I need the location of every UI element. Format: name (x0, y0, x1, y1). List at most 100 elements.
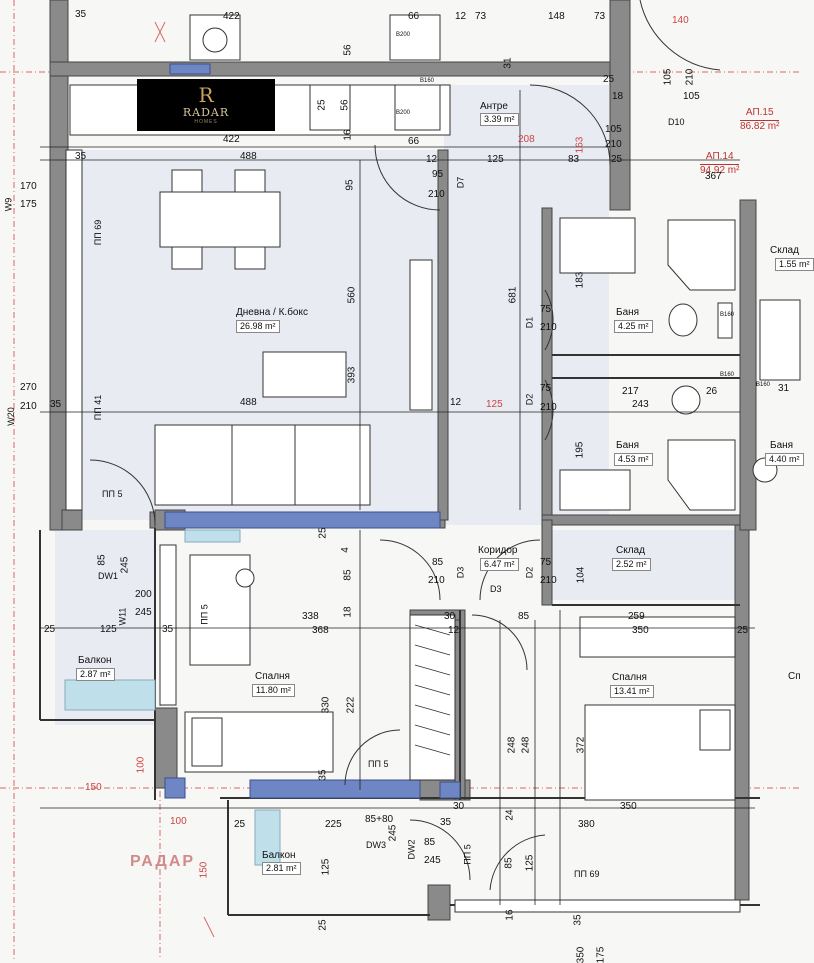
window-tag-w20: W20 (5, 407, 16, 426)
dim: 25 (44, 624, 56, 635)
room-bedroom2-area: 13.41 m² (610, 685, 654, 698)
dim: 163 (574, 136, 586, 154)
dim: 183 (574, 271, 586, 289)
dim: 25 (737, 625, 749, 636)
dim: 85 (503, 857, 515, 869)
apartment-code-14: АП.14 94.92 m² (700, 151, 740, 176)
dim: 25 (317, 527, 329, 539)
bathroom-fixtures-icon (559, 217, 801, 511)
dim: 380 (578, 819, 595, 830)
dim: 367 (705, 171, 722, 182)
window-tag-pp69-b: ПП 69 (574, 869, 600, 879)
dim: 12 (455, 11, 467, 22)
door-tag-d10: D10 (668, 117, 685, 127)
dim: 248 (520, 736, 532, 754)
window-tag-pp5-b: ПП 5 (199, 604, 210, 625)
door-tag-d2-a: D2 (524, 393, 535, 406)
dim: 25 (611, 154, 623, 165)
dim: 148 (548, 11, 565, 22)
room-bath3-area: 4.40 m² (765, 453, 804, 466)
dim: 200 (135, 589, 152, 600)
room-corridor-area: 6.47 m² (480, 558, 519, 571)
dimension-lines (40, 90, 755, 905)
dim: 330 (320, 696, 332, 714)
dim: 25 (603, 74, 615, 85)
dim: 26 (706, 386, 718, 397)
dim: 245 (119, 556, 131, 574)
room-balcony2-name: Балкон (262, 850, 296, 861)
dim: 105 (662, 68, 674, 86)
door-tag-dw1: DW1 (98, 571, 118, 581)
dim: 245 (424, 855, 441, 866)
dim: 85 (96, 554, 108, 566)
dim: 393 (346, 366, 358, 384)
dim: 222 (345, 696, 357, 714)
dim: 85 (432, 557, 444, 568)
dim: 85 (342, 569, 354, 581)
dim: 100 (135, 756, 147, 774)
dim: 125 (320, 858, 332, 876)
boiler-tag-1: B200 (396, 32, 411, 38)
sofa-icon (154, 259, 433, 506)
dim: 75 (540, 557, 552, 568)
dim: 175 (20, 199, 37, 210)
door-tag-d7: D7 (455, 176, 466, 189)
dim: 105 (605, 124, 622, 135)
room-antre-name: Антре (480, 101, 508, 112)
dim: 208 (518, 134, 535, 145)
room-living-area: 26.98 m² (236, 320, 280, 333)
dim: 95 (344, 179, 356, 191)
dim: 83 (568, 154, 580, 165)
dim: 210 (540, 322, 557, 333)
dim: 210 (605, 139, 622, 150)
dim: 73 (475, 11, 487, 22)
window-tag-w9: W9 (3, 197, 14, 212)
room-bath1-area: 4.25 m² (614, 320, 653, 333)
window-tag-pp5-d: ПП 5 (462, 844, 473, 865)
dim: 210 (540, 575, 557, 586)
room-corridor-name: Коридор (478, 545, 518, 556)
dim: 422 (223, 134, 240, 145)
dim: 105 (683, 91, 700, 102)
dim: 25 (234, 819, 246, 830)
dim: 56 (339, 99, 351, 111)
room-bedroom2-name: Спалня (612, 672, 647, 683)
dim: 31 (778, 383, 790, 394)
room-balcony2-area: 2.81 m² (262, 862, 301, 875)
dim: 104 (575, 566, 587, 584)
dim: 31 (502, 57, 514, 69)
bed-icon (184, 554, 456, 781)
room-bath3-name: Баня (770, 440, 794, 451)
room-storage-right-name: Склад (770, 245, 799, 256)
dim: 12 (450, 397, 462, 408)
dim: 12 (426, 154, 438, 165)
apartment-code-15: АП.15 86.82 m² (740, 107, 780, 132)
dim: 140 (672, 15, 689, 26)
dim: 85 (518, 611, 530, 622)
dim: 210 (428, 189, 445, 200)
dim: 35 (162, 624, 174, 635)
room-storage-area: 2.52 m² (612, 558, 651, 571)
dim: 245 (387, 824, 399, 842)
apartment-14-code: АП.14 (705, 151, 734, 162)
window-tag-pp69-a: ПП 69 (93, 219, 104, 246)
dim: 210 (684, 68, 696, 86)
dim: 560 (346, 286, 358, 304)
dim: 488 (240, 397, 257, 408)
dim: 350 (632, 625, 649, 636)
dim: 248 (506, 736, 518, 754)
dim: 35 (440, 817, 452, 828)
dim: 245 (135, 607, 152, 618)
room-bedroom1-name: Спалня (255, 671, 290, 682)
dim: 150 (85, 782, 102, 793)
dim: 25 (317, 919, 329, 931)
room-partial-label: Сп (788, 671, 801, 682)
room-balcony1-area: 2.87 m² (76, 668, 115, 681)
dim: 24 (504, 809, 516, 821)
dim: 75 (540, 383, 552, 394)
logo-mark: R (198, 83, 214, 107)
room-antre-area: 3.39 m² (480, 113, 519, 126)
dim: 217 (622, 386, 639, 397)
door-tag-d3-b: D3 (490, 584, 502, 594)
